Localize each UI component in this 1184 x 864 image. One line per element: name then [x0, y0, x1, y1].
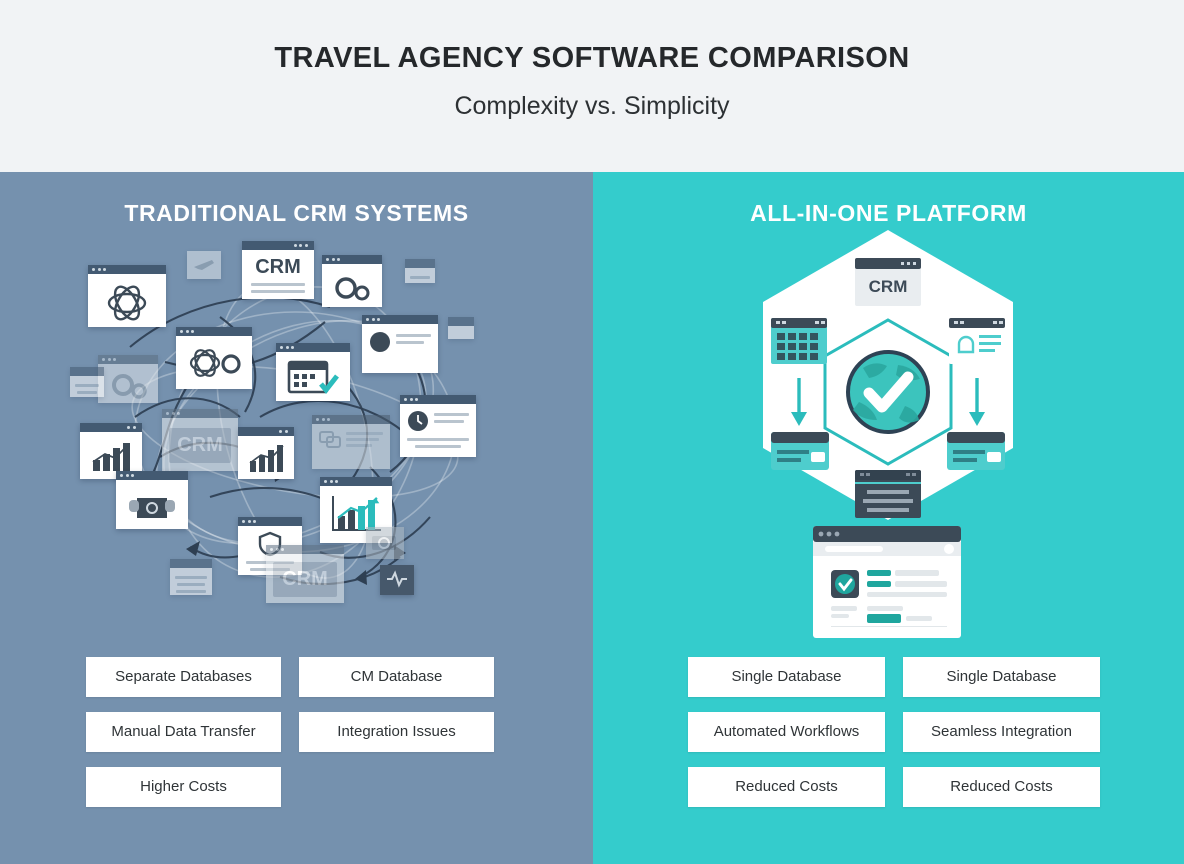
chip-automated-workflows[interactable]: Automated Workflows: [688, 712, 885, 752]
chip-row: Manual Data Transfer Integration Issues: [86, 712, 593, 752]
window-crm-label: CRM: [282, 568, 328, 590]
dashboard-window-icon: [813, 526, 961, 638]
arrow-down-icon: [791, 378, 985, 426]
atom-icon: [107, 285, 147, 321]
terminal-window-icon: [855, 470, 921, 518]
chat-icon: [319, 431, 341, 448]
window-clock: [400, 395, 476, 457]
window-atom-gear: [176, 327, 252, 389]
window-crm-label: CRM: [255, 256, 301, 278]
svg-text:CRM: CRM: [869, 277, 908, 296]
pulse-icon: [387, 570, 407, 588]
panel-traditional-crm: TRADITIONAL CRM SYSTEMS: [0, 172, 593, 864]
window-gear: [322, 255, 382, 307]
printer-icon: [129, 498, 175, 518]
window-camera: [366, 527, 404, 559]
chip-row: Separate Databases CM Database: [86, 657, 593, 697]
comparison-panels: TRADITIONAL CRM SYSTEMS: [0, 172, 1184, 864]
left-panel-title: TRADITIONAL CRM SYSTEMS: [124, 200, 469, 226]
window-tiny-1: [448, 317, 474, 339]
window-crm-2: CRM: [162, 409, 238, 471]
chip-reduced-costs-2[interactable]: Reduced Costs: [903, 767, 1100, 807]
left-chip-group: Separate Databases CM Database Manual Da…: [0, 657, 593, 822]
tangled-crm-network-illustration: CRM: [70, 227, 520, 627]
chip-separate-databases[interactable]: Separate Databases: [86, 657, 281, 697]
camera-icon: [372, 536, 396, 550]
atom-gear-icon: [189, 349, 241, 377]
airplane-icon: [194, 260, 214, 270]
chip-seamless-integration[interactable]: Seamless Integration: [903, 712, 1100, 752]
page-title: TRAVEL AGENCY SOFTWARE COMPARISON: [274, 42, 910, 74]
gear-icon: [335, 277, 370, 301]
window-atom: [88, 265, 166, 327]
avatar-icon: [370, 332, 390, 352]
document-icon: [949, 318, 1005, 364]
chip-higher-costs[interactable]: Higher Costs: [86, 767, 281, 807]
header: TRAVEL AGENCY SOFTWARE COMPARISON Comple…: [0, 0, 1184, 172]
unified-platform-illustration: CRM: [723, 220, 1053, 640]
calendar-icon: [771, 318, 827, 364]
bar-chart-icon: [92, 443, 130, 471]
line-chart-icon: [332, 496, 381, 531]
window-small-1: [405, 259, 435, 283]
chip-row: Single Database Single Database: [688, 657, 1184, 697]
window-profile: [362, 315, 438, 373]
window-crm-3: CRM: [266, 545, 344, 603]
calendar-icon: [287, 360, 339, 394]
window-printer: [116, 471, 188, 529]
globe-check-icon: [846, 350, 930, 434]
credit-card-icon: [771, 432, 829, 470]
chip-integration-issues[interactable]: Integration Issues: [299, 712, 494, 752]
chip-reduced-costs-1[interactable]: Reduced Costs: [688, 767, 885, 807]
chip-row: Higher Costs: [86, 767, 593, 807]
chip-single-database-2[interactable]: Single Database: [903, 657, 1100, 697]
crm-window-icon: CRM: [855, 258, 921, 306]
chip-row: Reduced Costs Reduced Costs: [688, 767, 1184, 807]
page-subtitle: Complexity vs. Simplicity: [454, 92, 730, 120]
chip-cm-database[interactable]: CM Database: [299, 657, 494, 697]
window-airplane: [187, 251, 221, 279]
window-bar-chart-2: [238, 427, 294, 479]
chip-row: Automated Workflows Seamless Integration: [688, 712, 1184, 752]
window-crm-1: CRM: [242, 241, 314, 299]
bar-chart-icon: [249, 445, 284, 472]
hexagon-platform-graphic: CRM: [763, 230, 1013, 638]
window-calendar: [276, 343, 350, 401]
credit-card-icon: [947, 432, 1005, 470]
right-chip-group: Single Database Single Database Automate…: [593, 657, 1184, 822]
window-crm-label: CRM: [177, 434, 223, 456]
right-panel-title: ALL-IN-ONE PLATFORM: [750, 200, 1027, 226]
window-gears-gray: [98, 355, 158, 403]
window-pulse: [380, 565, 414, 595]
window-bar-chart-1: [80, 423, 142, 479]
window-chat: [312, 415, 390, 469]
chip-manual-data-transfer[interactable]: Manual Data Transfer: [86, 712, 281, 752]
window-doc-small: [70, 367, 104, 397]
gear-icon: [112, 374, 147, 399]
window-doc-small-2: [170, 559, 212, 595]
clock-icon: [408, 411, 428, 431]
chip-single-database-1[interactable]: Single Database: [688, 657, 885, 697]
panel-all-in-one: ALL-IN-ONE PLATFORM: [593, 172, 1184, 864]
